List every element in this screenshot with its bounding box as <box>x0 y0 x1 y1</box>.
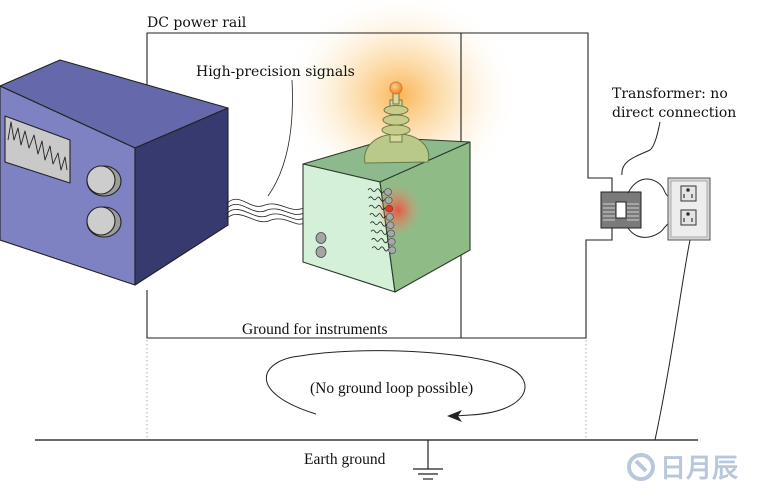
transformer-leader-line <box>621 121 661 176</box>
indicator-light <box>387 238 396 246</box>
isolation-transformer <box>600 191 642 229</box>
indicator-light <box>384 188 392 196</box>
outlet-earth-wire <box>654 239 691 441</box>
ground-for-instruments-label: Ground for instruments <box>242 321 388 338</box>
high-precision-signals-label: High-precision signals <box>196 64 355 80</box>
signal-wave-icon <box>367 188 385 194</box>
loop-arrow <box>266 350 526 422</box>
left-instrument-side <box>134 107 229 286</box>
center-instrument-side <box>379 141 471 293</box>
lamp-bulb-icon <box>389 81 403 95</box>
watermark-logo-icon <box>627 453 655 481</box>
signal-wave-icon <box>371 246 389 252</box>
signal-cables <box>225 79 305 225</box>
center-front-knobs <box>315 232 327 258</box>
signal-wave-icon <box>370 221 387 227</box>
indicator-column <box>367 188 397 254</box>
lamp-insulator <box>364 81 430 164</box>
indicator-light <box>385 213 394 221</box>
signal-wave-icon <box>368 196 385 202</box>
transformer-label-line1: Transformer: no <box>612 86 728 102</box>
signal-wave-icon <box>368 204 386 210</box>
center-knob-1 <box>315 232 327 244</box>
indicator-light <box>388 246 397 254</box>
signal-wave-icon <box>371 237 388 244</box>
socket-2 <box>680 209 697 226</box>
arrowhead-icon <box>447 410 462 422</box>
knob-2 <box>86 206 122 238</box>
dotted-ground-links <box>146 340 587 440</box>
watermark: 日月辰 <box>627 453 738 484</box>
left-instrument <box>0 59 229 286</box>
watermark-text: 日月辰 <box>660 454 738 484</box>
indicator-light <box>386 221 395 229</box>
indicator-light-active <box>385 204 394 213</box>
indicator-light <box>384 196 393 205</box>
signals-leader-line <box>267 79 293 197</box>
indicator-glow <box>376 184 420 236</box>
knob-1 <box>86 165 122 197</box>
signal-wave-icon <box>370 229 388 235</box>
center-knob-2 <box>315 246 327 258</box>
instrument-ground-wire <box>146 225 613 339</box>
dc-power-rail-wire <box>146 32 613 255</box>
wall-outlet <box>667 177 711 241</box>
indicator-light <box>387 229 395 238</box>
waveform-trace <box>7 121 68 171</box>
socket-1 <box>680 185 697 202</box>
dc-power-rail-label: DC power rail <box>147 15 247 31</box>
signal-wave-icon <box>369 213 387 219</box>
transformer-label-line2: direct connection <box>612 105 736 121</box>
no-ground-loop-label: (No ground loop possible) <box>310 380 473 397</box>
earth-ground-symbol <box>413 440 443 480</box>
earth-ground-label: Earth ground <box>304 451 386 468</box>
